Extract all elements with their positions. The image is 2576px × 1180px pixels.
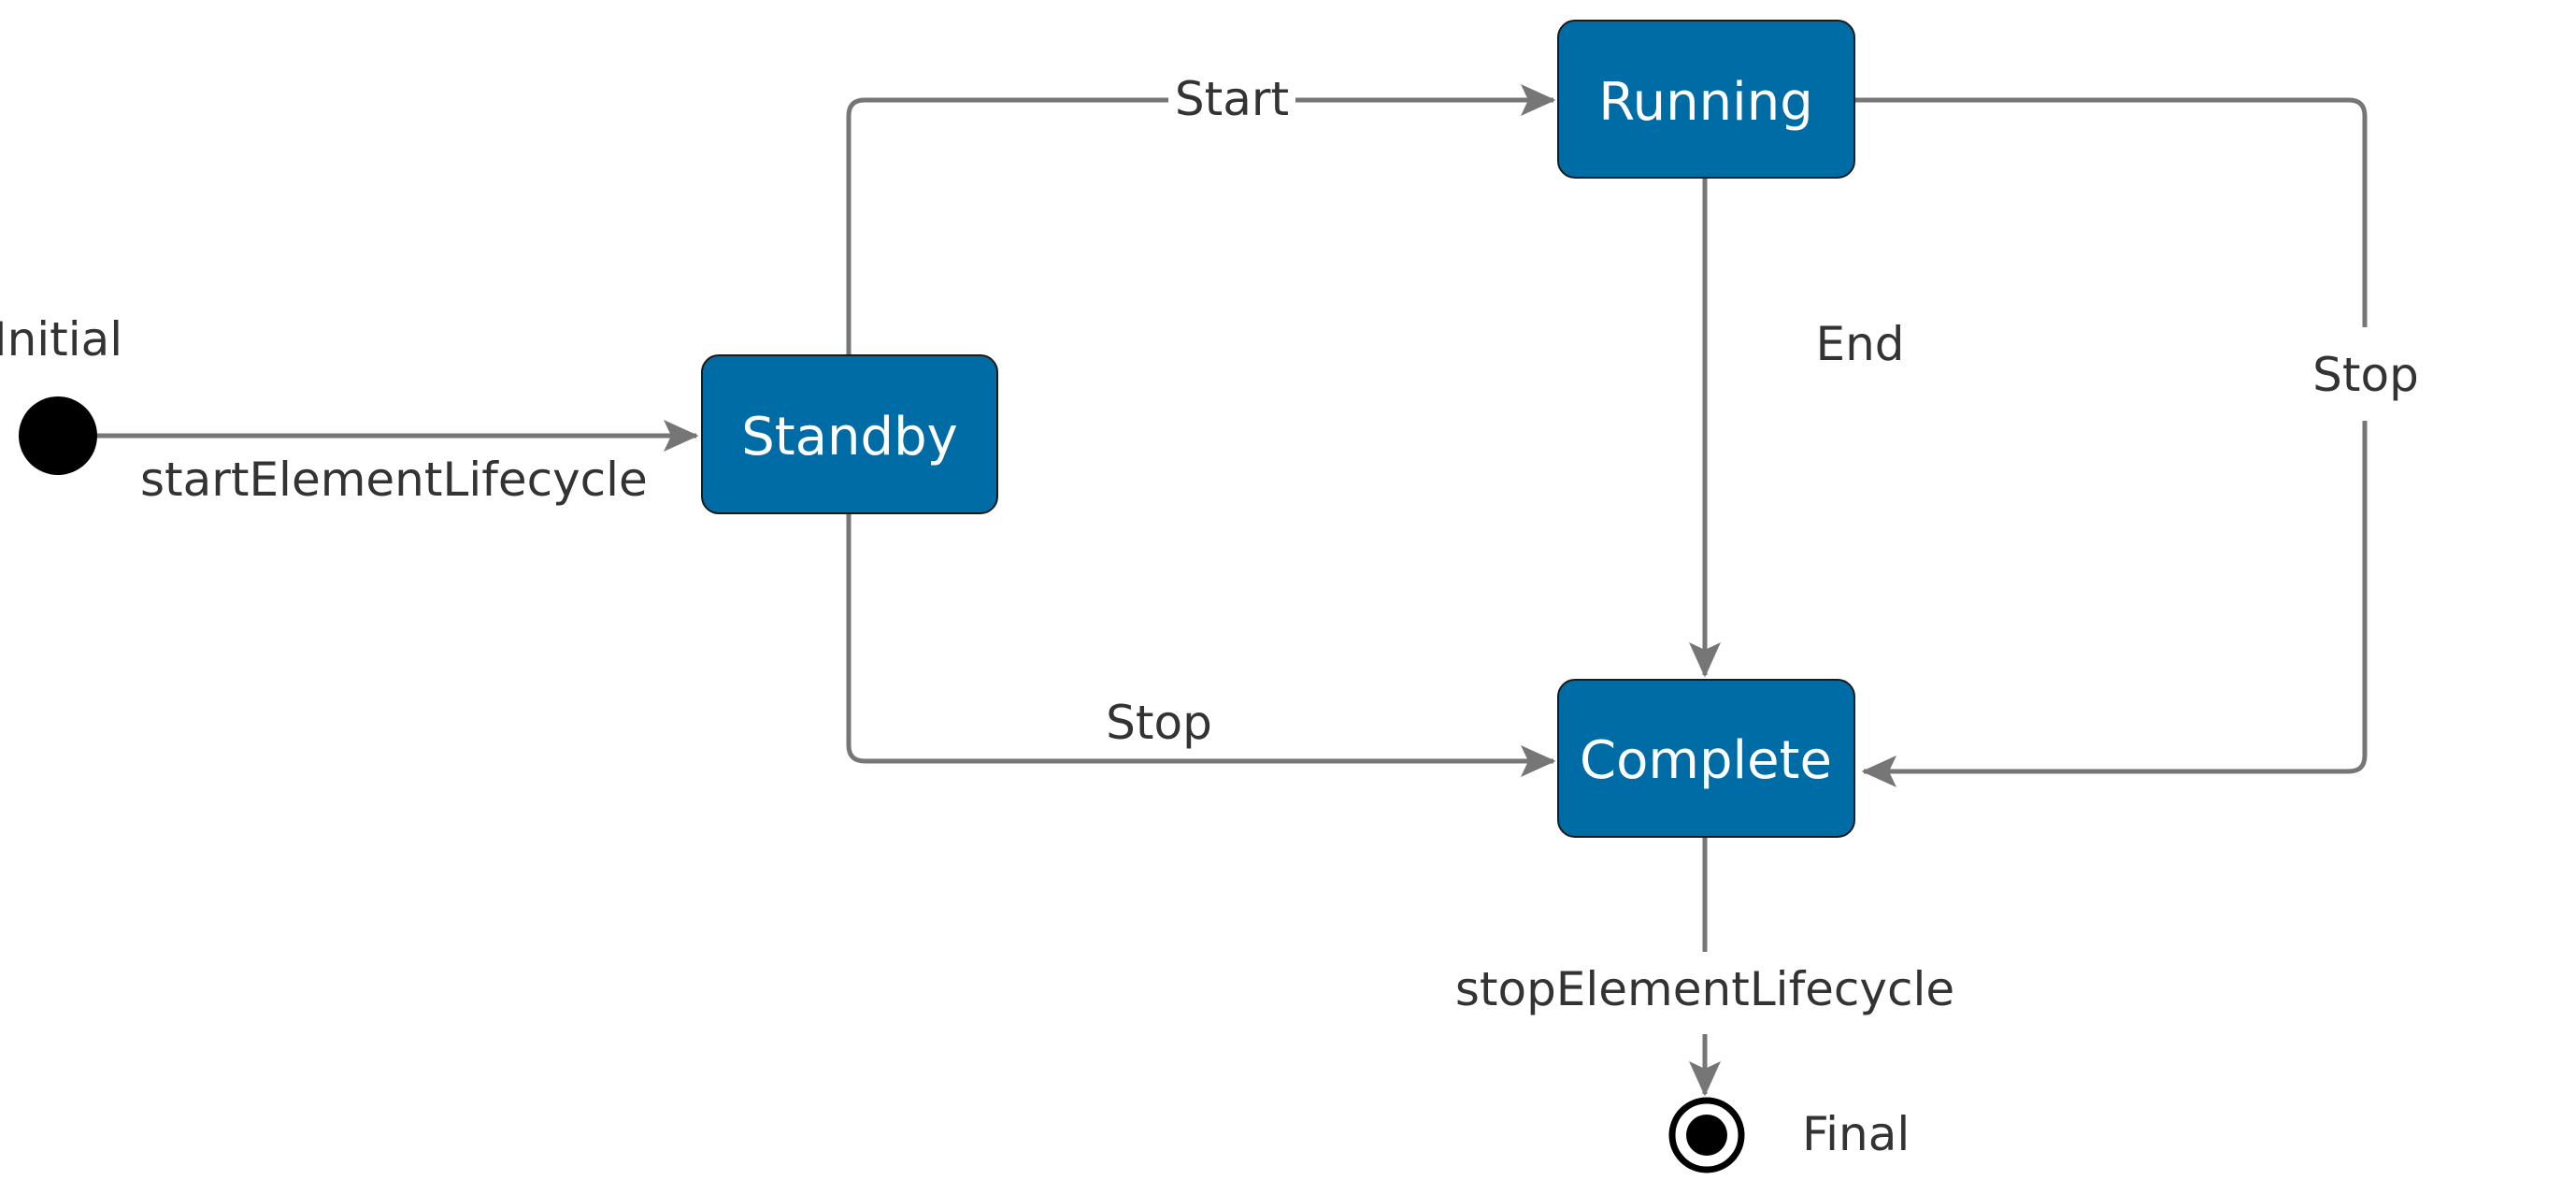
label-start-elementlifecycle: startElementLifecycle — [140, 453, 648, 507]
initial-label: Initial — [0, 312, 122, 367]
state-complete[interactable]: Complete — [1557, 679, 1855, 838]
states-layer: Initial Standby Running Complete Final — [0, 20, 1910, 1173]
final-dot-icon — [1686, 1115, 1727, 1156]
final-label: Final — [1802, 1107, 1910, 1161]
state-running[interactable]: Running — [1557, 20, 1855, 179]
label-stop-running: Stop — [2312, 348, 2419, 402]
label-start: Start — [1175, 72, 1289, 126]
transitions-layer — [97, 84, 2368, 1097]
label-end: End — [1815, 317, 1904, 371]
initial-dot-icon — [19, 396, 97, 475]
transition-labels-layer: startElementLifecycle Start Stop End Sto… — [140, 65, 2421, 1034]
state-complete-label: Complete — [1580, 730, 1832, 791]
state-standby[interactable]: Standby — [701, 354, 998, 514]
state-standby-label: Standby — [741, 407, 958, 468]
label-stop-elementlifecycle: stopElementLifecycle — [1455, 962, 1954, 1016]
edge-standby-to-complete[interactable] — [846, 513, 1556, 777]
final-state[interactable]: Final — [1668, 1097, 1910, 1173]
initial-state[interactable]: Initial — [0, 312, 122, 475]
edge-running-to-complete-stop[interactable] — [1854, 97, 2368, 787]
label-stop-standby: Stop — [1106, 696, 1212, 750]
state-running-label: Running — [1598, 72, 1812, 133]
edge-standby-to-running[interactable] — [846, 84, 1556, 355]
